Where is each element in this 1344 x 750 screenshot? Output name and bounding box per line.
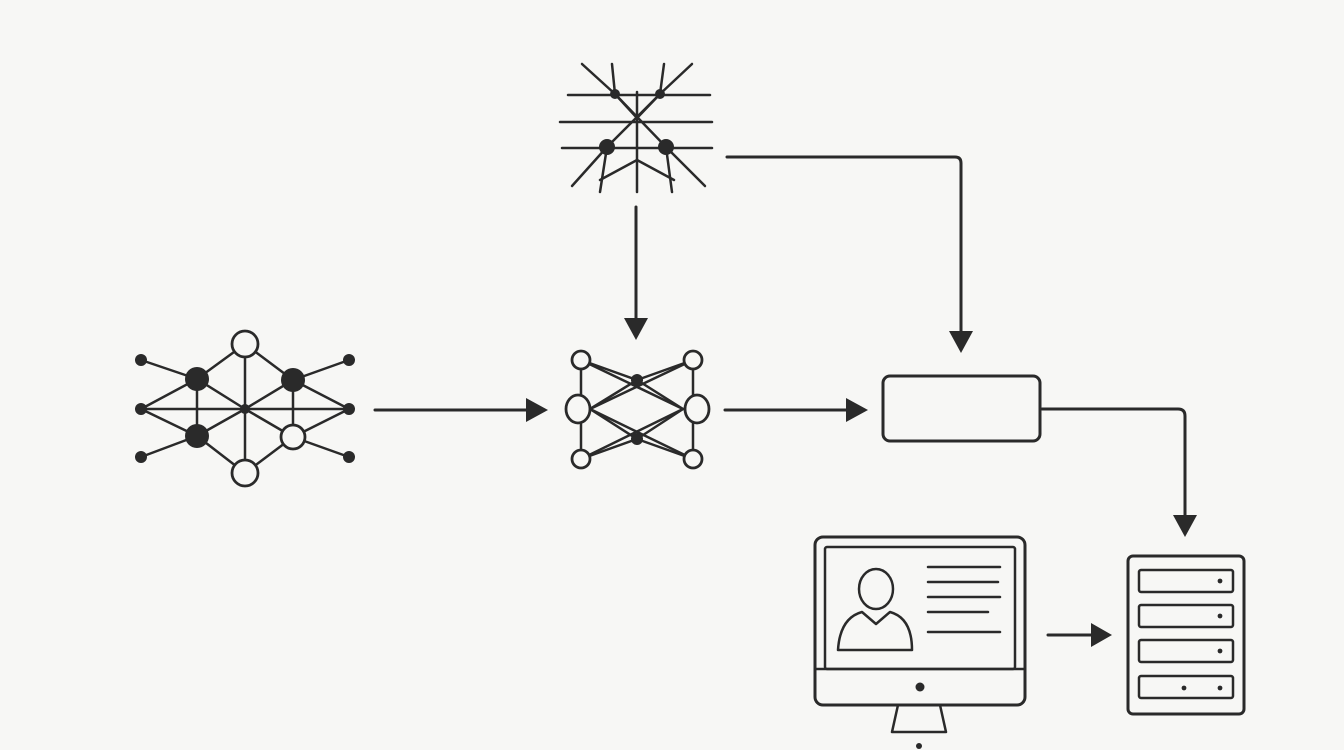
server-unit xyxy=(1137,674,1235,700)
mesh-node xyxy=(343,451,355,463)
small-net-node xyxy=(564,393,592,425)
mesh-node xyxy=(281,368,305,392)
small-net-edge xyxy=(579,358,685,411)
mesh-node xyxy=(185,424,209,448)
server-unit xyxy=(1137,568,1235,594)
process-box xyxy=(881,374,1042,443)
branch-line xyxy=(635,158,676,182)
branch-line xyxy=(658,62,666,96)
mesh-node xyxy=(343,354,355,366)
small-net-edge xyxy=(588,358,695,411)
server-led xyxy=(1181,685,1187,691)
small-net-node xyxy=(683,393,711,425)
arrow-head xyxy=(1091,623,1112,647)
small-net-edge xyxy=(588,407,695,461)
branch-node xyxy=(610,89,620,99)
arrow-head xyxy=(846,398,868,422)
small-network-icon xyxy=(564,349,711,470)
small-net-node xyxy=(682,349,704,371)
branch-line xyxy=(613,92,639,120)
small-net-node xyxy=(570,448,592,470)
small-net-edge xyxy=(579,407,685,461)
arrow-shaft xyxy=(1040,407,1187,520)
mesh-node xyxy=(240,404,250,414)
arrow-head xyxy=(526,398,548,422)
server-unit xyxy=(1137,638,1235,664)
branch-line xyxy=(664,145,707,188)
server-led xyxy=(1217,613,1223,619)
computer-monitor-user-icon xyxy=(813,535,1027,749)
arrow-shaft xyxy=(725,155,963,336)
mesh-node xyxy=(185,367,209,391)
branch-line xyxy=(610,62,617,96)
mesh-node xyxy=(279,423,307,451)
server-led xyxy=(1217,685,1223,691)
server-led xyxy=(1217,578,1223,584)
branch-node xyxy=(599,139,615,155)
arrow-head xyxy=(949,331,973,353)
branch-line xyxy=(570,145,609,188)
small-net-node xyxy=(570,349,592,371)
mesh-node xyxy=(135,403,147,415)
branch-node xyxy=(655,89,665,99)
server-rack-icon xyxy=(1126,554,1246,716)
small-net-node xyxy=(631,433,643,445)
user-avatar-icon xyxy=(836,567,914,652)
server-unit xyxy=(1137,603,1235,629)
mesh-network-icon xyxy=(135,329,355,488)
arrow-small-to-box xyxy=(723,398,868,422)
mesh-node xyxy=(343,403,355,415)
monitor-frame xyxy=(813,535,1027,707)
arrow-head xyxy=(1173,515,1197,537)
monitor-power-icon xyxy=(915,682,925,692)
mesh-node xyxy=(135,354,147,366)
arrow-branch-to-small xyxy=(624,205,648,340)
arrow-head xyxy=(624,318,648,340)
arrow-branch-to-box xyxy=(725,155,973,353)
branch-node xyxy=(658,139,674,155)
arrow-box-to-server xyxy=(1040,407,1197,537)
small-net-node xyxy=(682,448,704,470)
small-net-node xyxy=(631,374,643,386)
mesh-node xyxy=(230,458,260,488)
branching-network-icon xyxy=(558,62,714,194)
branch-line xyxy=(598,158,639,182)
branch-line xyxy=(635,92,662,120)
mesh-node xyxy=(135,451,147,463)
arrow-monitor-to-server xyxy=(1046,623,1112,647)
monitor-foot xyxy=(916,743,922,749)
avatar-head xyxy=(857,567,895,611)
avatar-body xyxy=(836,610,914,652)
branch-line xyxy=(658,62,694,96)
server-frame xyxy=(1126,554,1246,716)
server-led xyxy=(1217,648,1223,654)
mesh-node xyxy=(230,329,260,359)
branch-line xyxy=(580,62,617,96)
monitor-stand xyxy=(890,703,948,734)
arrow-mesh-to-small xyxy=(373,398,548,422)
